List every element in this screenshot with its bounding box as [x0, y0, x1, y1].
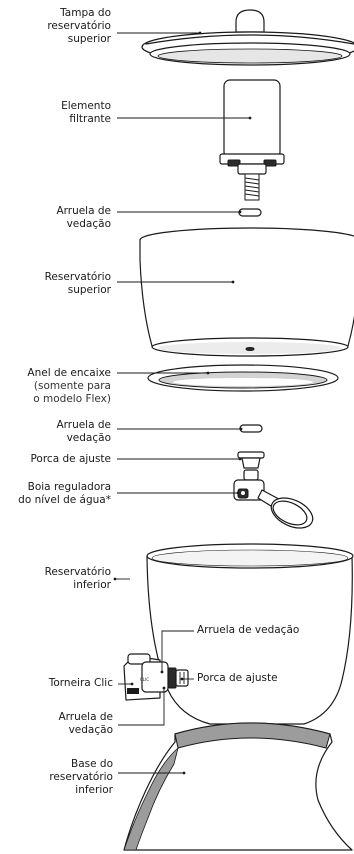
label-anel-sub-line-2: o modelo Flex) [33, 393, 111, 405]
label-elemento: Elemento filtrante [61, 100, 111, 126]
label-porca-1: Porca de ajuste [30, 453, 111, 466]
label-arruela-3: Arruela de vedação [197, 624, 299, 637]
base-part [123, 722, 353, 851]
label-tampa-line-3: superior [67, 33, 111, 45]
label-anel-line-1: Anel de encaixe [27, 367, 111, 379]
upper-reservoir-part [139, 227, 354, 357]
label-torneira-line-1: Torneira Clic [48, 677, 113, 689]
svg-text:CLIC: CLIC [140, 677, 149, 682]
label-arruela-4-line-2: vedação [68, 724, 113, 736]
label-tampa-line-2: reservatório [47, 20, 111, 32]
label-base-line-3: inferior [75, 784, 113, 796]
fitting-ring-part [147, 364, 339, 392]
label-reservatorio-inferior: Reservatório inferior [45, 566, 111, 592]
label-porca-2: Porca de ajuste [197, 672, 278, 685]
label-boia: Boia reguladora do nível de água* [18, 481, 111, 507]
label-boia-line-2: do nível de água* [18, 494, 111, 506]
label-anel: Anel de encaixe (somente para o modelo F… [27, 367, 111, 406]
label-anel-sub-line-1: (somente para [33, 380, 111, 392]
filter-element-part [219, 79, 285, 201]
label-reservatorio-inferior-line-2: inferior [73, 579, 111, 591]
label-arruela-3-line-1: Arruela de vedação [197, 624, 300, 636]
label-tampa-line-1: Tampa do [60, 7, 111, 19]
label-porca-1-line-1: Porca de ajuste [30, 453, 111, 465]
label-elemento-line-1: Elemento [61, 100, 111, 112]
washer-1-part [238, 208, 262, 217]
label-base-line-1: Base do [71, 758, 113, 770]
leader-lines [113, 31, 252, 775]
label-base: Base do reservatório inferior [49, 758, 113, 797]
label-arruela-1-line-2: vedação [66, 218, 111, 230]
lower-reservoir-part [146, 543, 354, 725]
label-arruela-2: Arruela de vedação [56, 419, 111, 445]
label-boia-line-1: Boia reguladora [27, 481, 111, 493]
label-reservatorio-superior: Reservatório superior [45, 271, 111, 297]
label-arruela-2-line-1: Arruela de [56, 419, 111, 431]
adjusting-nut-1-part [237, 451, 265, 469]
label-arruela-2-line-2: vedação [66, 432, 111, 444]
label-tampa: Tampa do reservatório superior [47, 7, 111, 46]
label-torneira: Torneira Clic [49, 677, 113, 690]
label-elemento-line-2: filtrante [69, 113, 111, 125]
label-base-line-2: reservatório [49, 771, 113, 783]
label-arruela-1: Arruela de vedação [56, 205, 111, 231]
lid-part [141, 9, 354, 66]
label-reservatorio-inferior-line-1: Reservatório [44, 566, 111, 578]
label-reservatorio-superior-line-2: superior [67, 284, 111, 296]
washer-2-part [239, 424, 263, 433]
label-reservatorio-superior-line-1: Reservatório [44, 271, 111, 283]
label-porca-2-line-1: Porca de ajuste [197, 672, 278, 684]
label-arruela-4-line-1: Arruela de [58, 711, 113, 723]
label-arruela-4: Arruela de vedação [58, 711, 113, 737]
label-arruela-1-line-1: Arruela de [56, 205, 111, 217]
float-valve-part [233, 469, 314, 529]
tap-part: CLIC [123, 653, 189, 701]
